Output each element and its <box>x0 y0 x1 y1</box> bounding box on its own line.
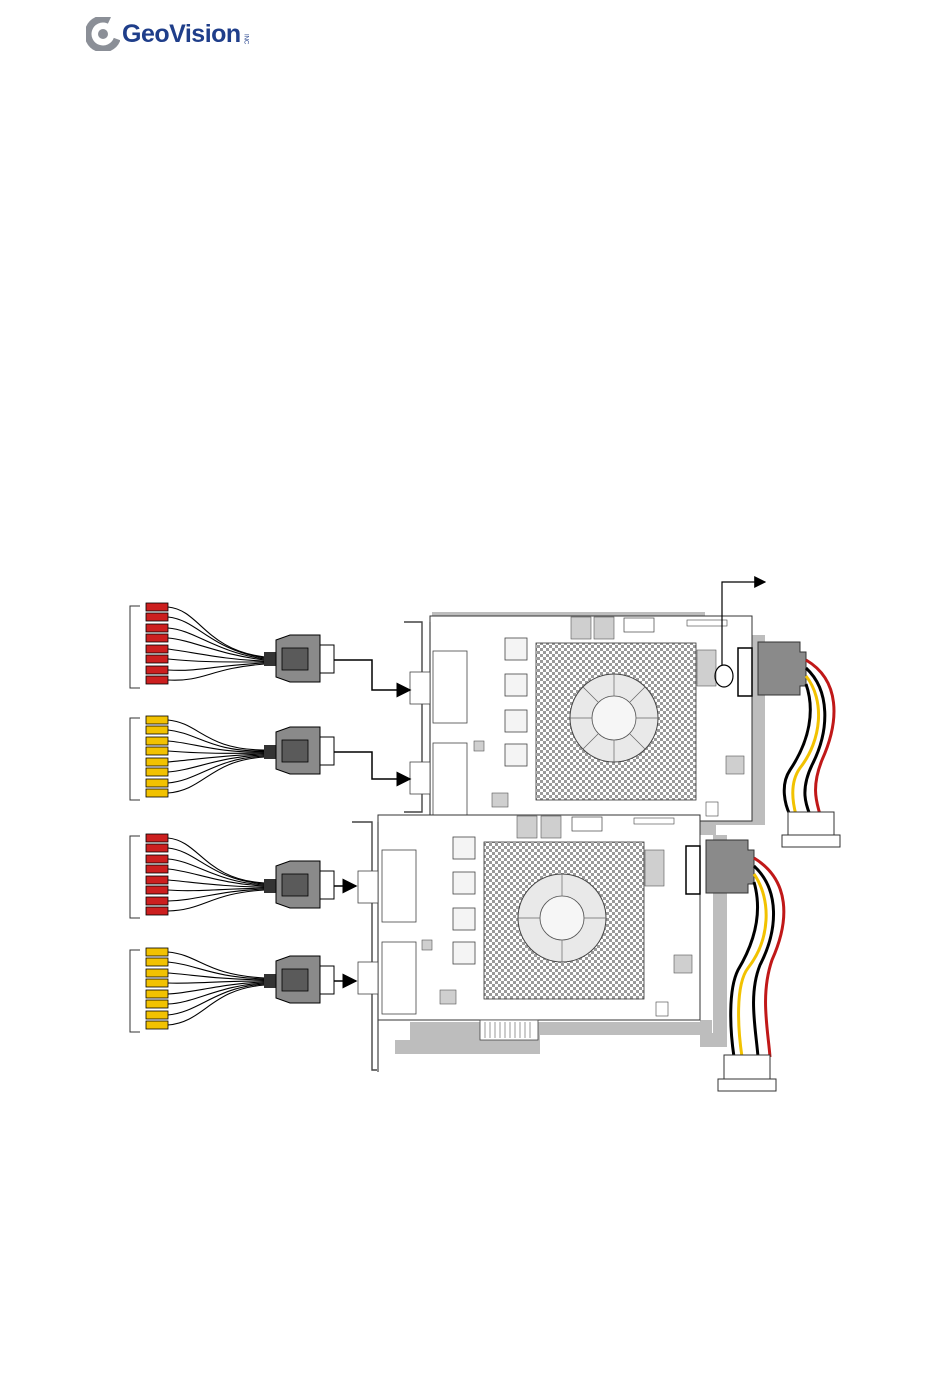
geovision-logo: GeoVision INC <box>86 12 249 56</box>
rca-cable-red-2 <box>130 834 356 918</box>
rca-cable-red-1 <box>130 603 410 690</box>
power-socket <box>686 846 700 894</box>
logo-text: GeoVision <box>122 20 241 49</box>
power-adapter-upper <box>758 642 840 847</box>
dvi-port <box>382 942 416 1014</box>
power-socket <box>738 648 752 696</box>
rca-cable-yellow-2 <box>130 948 356 1032</box>
capture-card-upper <box>404 582 765 835</box>
capture-card-lower <box>352 815 720 1072</box>
dvi-port <box>433 743 467 815</box>
logo-suffix: INC <box>243 34 249 44</box>
dvi-port <box>382 850 416 922</box>
geovision-logo-icon <box>86 17 120 51</box>
dvi-port <box>433 651 467 723</box>
mounting-bracket <box>352 822 377 1070</box>
rca-cable-yellow-1 <box>130 716 410 800</box>
card-installation-diagram <box>0 560 950 1120</box>
pcie-edge-connector <box>480 1020 538 1040</box>
